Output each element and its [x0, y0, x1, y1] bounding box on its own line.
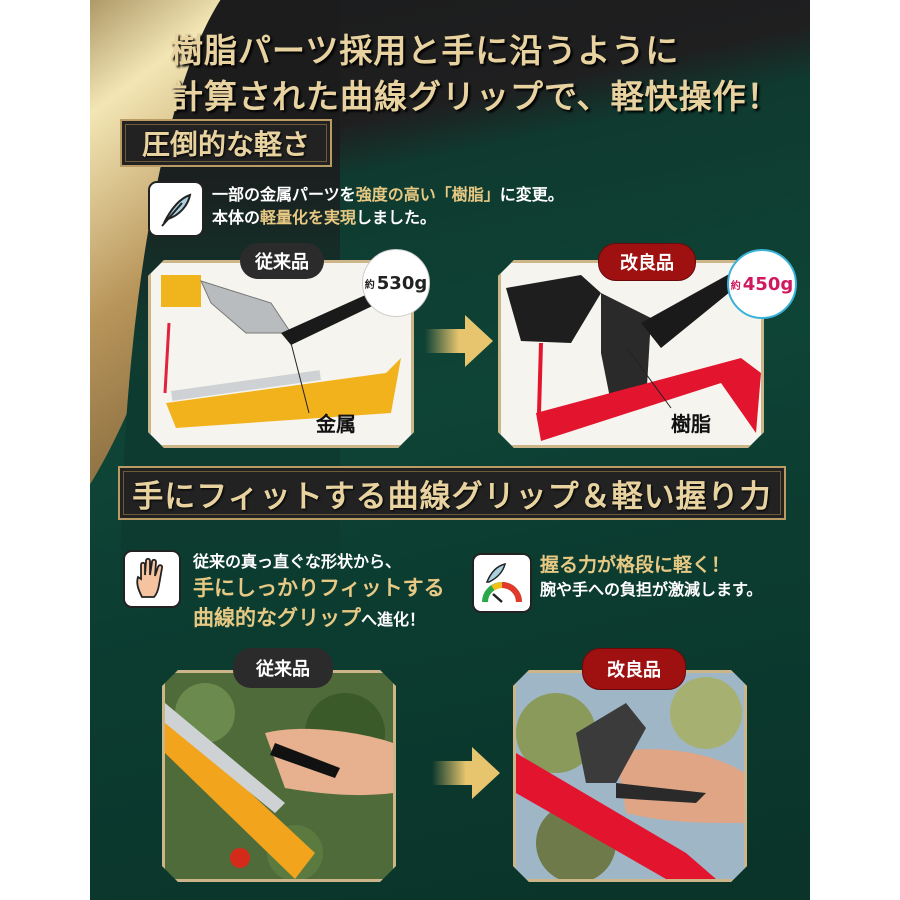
after-badge: 改良品: [598, 243, 696, 281]
before-badge: 従来品: [233, 648, 333, 688]
headline-line1: 樹脂パーツ採用と手に沿うように: [170, 31, 680, 70]
resin-part-label: 樹脂: [671, 412, 711, 436]
desc-text: 本体の: [212, 208, 261, 227]
feather-gauge-icon: [472, 553, 532, 613]
desc-text: へ進化！: [361, 610, 426, 629]
desc-highlight: 手にしっかりフィットする: [193, 576, 445, 600]
desc-text: しました。: [356, 208, 437, 227]
desc-highlight: 曲線的なグリップ: [193, 606, 361, 630]
section-title-text: 圧倒的な軽さ: [141, 128, 310, 161]
stapler-resin-illustration: [501, 263, 761, 445]
headline-line2: 計算された曲線グリップで、軽快操作！: [170, 77, 781, 116]
after-grip-photo: [513, 670, 747, 882]
desc-text: 従来の真っ直ぐな形状から、: [193, 552, 402, 571]
section-title-text: 手にフィットする曲線グリップ＆軽い握り力: [132, 478, 772, 515]
before-grip-photo: [162, 670, 396, 882]
lightness-description: 一部の金属パーツを強度の高い「樹脂」に変更。 本体の軽量化を実現しました。: [212, 183, 564, 229]
desc-highlight: 軽量化を実現: [260, 208, 357, 227]
stapler-metal-illustration: [151, 263, 411, 445]
badge-text: 従来品: [255, 252, 309, 273]
desc-highlight: 握る力が格段に軽く！: [540, 554, 731, 576]
desc-text: 一部の金属パーツを: [212, 185, 356, 204]
badge-text: 従来品: [256, 659, 310, 680]
metal-part-label: 金属: [316, 412, 356, 436]
arrow-right-icon: [432, 747, 500, 799]
section-title-grip: 手にフィットする曲線グリップ＆軽い握り力: [118, 466, 786, 520]
grip-description: 従来の真っ直ぐな形状から、 手にしっかりフィットする 曲線的なグリップへ進化！: [193, 550, 445, 635]
weight-prefix: 約: [364, 279, 375, 291]
desc-text: に変更。: [499, 185, 564, 204]
grip-force-description: 握る力が格段に軽く！ 腕や手への負担が激減します。: [540, 552, 762, 601]
desc-text: 腕や手への負担が激減します。: [540, 580, 763, 599]
badge-text: 改良品: [607, 660, 661, 681]
hand-holding-new-tool: [516, 673, 744, 879]
feather-icon: [148, 181, 204, 237]
after-badge: 改良品: [582, 648, 686, 690]
before-badge: 従来品: [240, 243, 324, 279]
weight-value: 530g: [376, 272, 428, 294]
badge-text: 改良品: [620, 253, 674, 274]
desc-highlight: 強度の高い「樹脂」: [355, 185, 500, 204]
arrow-right-icon: [425, 315, 493, 367]
after-tool-image: 樹脂: [498, 260, 764, 448]
product-banner: 樹脂パーツ採用と手に沿うように 計算された曲線グリップで、軽快操作！ 圧倒的な軽…: [90, 0, 810, 900]
headline: 樹脂パーツ採用と手に沿うように 計算された曲線グリップで、軽快操作！: [170, 28, 810, 120]
weight-value: 450g: [742, 273, 794, 295]
weight-prefix: 約: [730, 280, 741, 292]
hand-icon: [123, 550, 181, 608]
section-title-lightness: 圧倒的な軽さ: [120, 119, 332, 167]
hand-holding-old-tool: [165, 673, 393, 879]
